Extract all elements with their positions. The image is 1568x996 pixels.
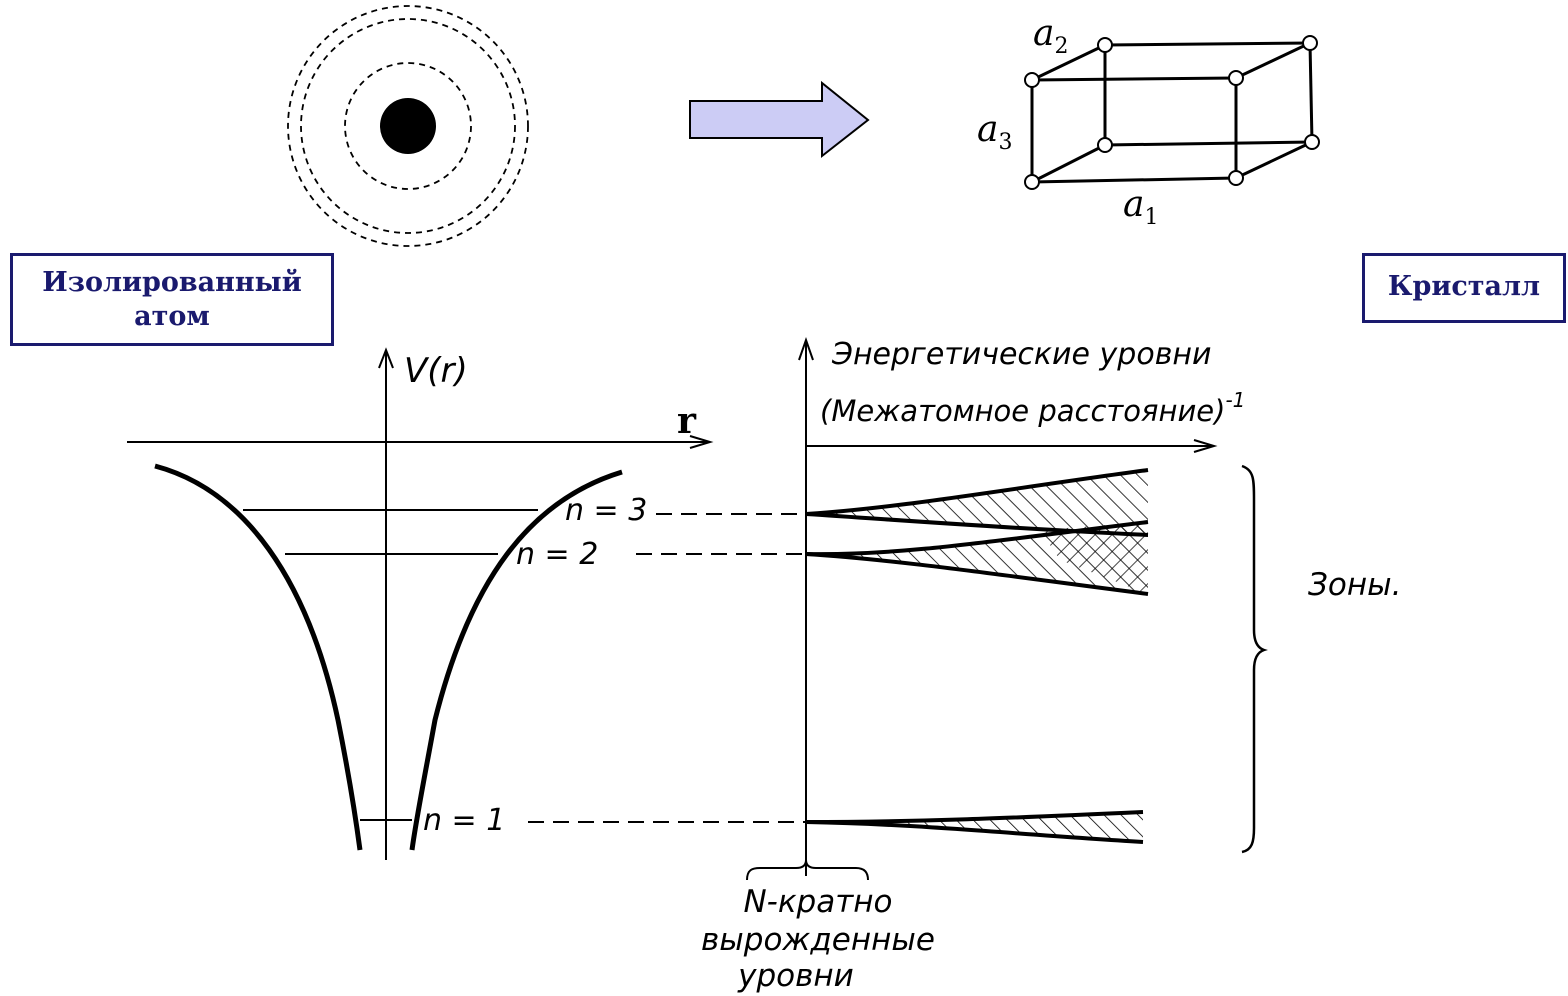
degenerate-label-line3: уровни xyxy=(737,958,854,994)
crystal-label: Кристалл xyxy=(1362,253,1566,323)
right-arrow-icon xyxy=(689,80,870,159)
isolated-atom-label: Изолированный атом xyxy=(10,253,334,346)
label-a1: a1 xyxy=(1123,184,1158,230)
interatomic-distance-label: (Межатомное расстояние)-1 xyxy=(820,388,1245,428)
degenerate-label-line1: N-кратно xyxy=(743,884,892,920)
zones-label: Зоны. xyxy=(1308,567,1401,603)
energy-band-n3 xyxy=(805,468,1149,537)
degenerate-label-line2: вырожденные xyxy=(701,922,935,958)
r-axis-label: r xyxy=(677,400,697,442)
degenerate-brace xyxy=(746,859,869,881)
level-label-n1: n = 1 xyxy=(423,803,505,838)
crystal-unit-cell-icon xyxy=(1024,35,1320,190)
potential-axes xyxy=(127,347,714,860)
label-a3: a3 xyxy=(977,109,1012,155)
atom-with-orbits-icon xyxy=(287,5,529,247)
energy-band-n2 xyxy=(805,520,1149,596)
energy-axes xyxy=(798,336,1218,876)
level-label-n3: n = 3 xyxy=(565,493,647,528)
energy-band-n1 xyxy=(805,810,1144,844)
potential-axis-label: V(r) xyxy=(404,351,468,391)
energy-levels-label: Энергетические уровни xyxy=(831,337,1211,372)
level-connectors xyxy=(528,513,806,823)
zones-brace xyxy=(1241,464,1268,854)
label-a2: a2 xyxy=(1033,13,1068,59)
potential-curve xyxy=(154,463,623,851)
level-label-n2: n = 2 xyxy=(516,537,598,572)
atomic-levels xyxy=(243,509,538,821)
